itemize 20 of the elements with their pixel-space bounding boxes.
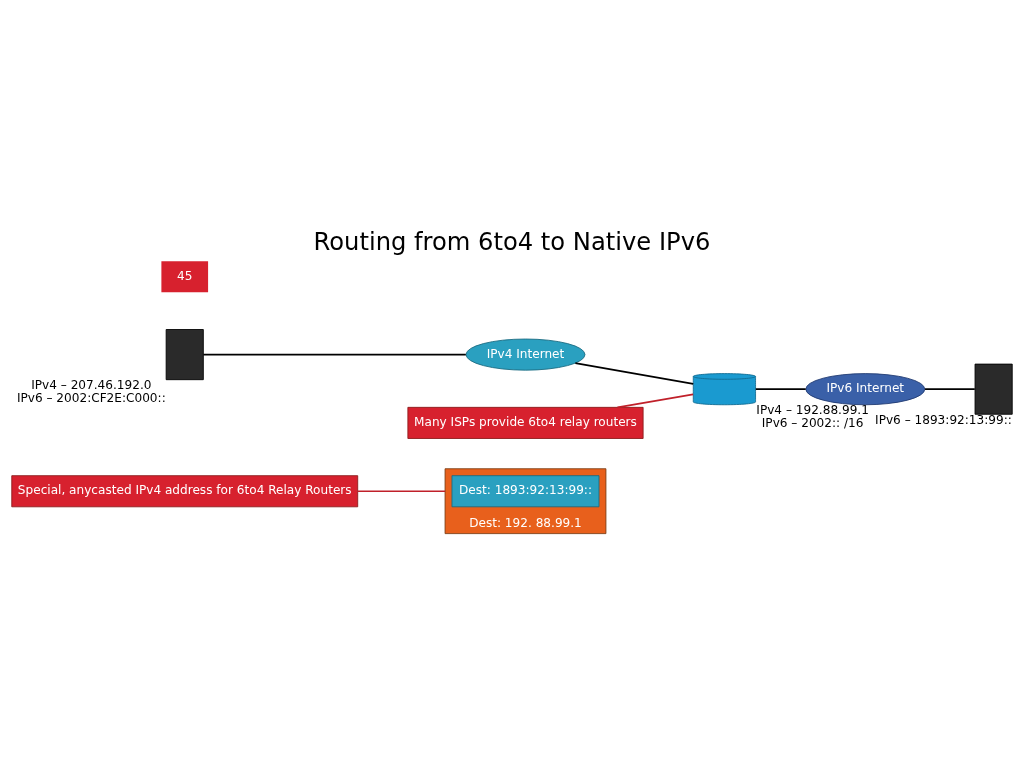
connector	[357, 490, 446, 493]
connector	[924, 388, 976, 391]
diagram-title: Routing from 6to4 to Native IPv6	[313, 228, 711, 257]
node-label: IPv4 – 207.46.192.0	[31, 378, 152, 393]
node-box: Special, anycasted IPv4 address for 6to4 Relay Routers	[11, 475, 359, 508]
connector	[616, 393, 694, 409]
node-label: IPv6 – 1893:92:13:99::	[875, 412, 1012, 427]
node-ellipse: IPv6 Internet	[805, 373, 926, 406]
connector	[754, 388, 807, 391]
node-box: Many ISPs provide 6to4 relay routers	[407, 406, 644, 439]
connector	[574, 362, 695, 385]
node-ellipse: IPv4 Internet	[465, 338, 586, 371]
label: 45	[177, 268, 193, 283]
node-label: IPv6 – 2002:CF2E:C000::	[16, 391, 166, 406]
node-box	[165, 329, 204, 381]
node-box	[974, 363, 1013, 415]
connector	[202, 353, 467, 356]
node-box: Dest: 1893:92:13:99::	[451, 475, 600, 508]
node-label: IPv6 – 2002:: /16	[761, 416, 864, 431]
node-label: IPv4 – 192.88.99.1	[756, 403, 869, 418]
